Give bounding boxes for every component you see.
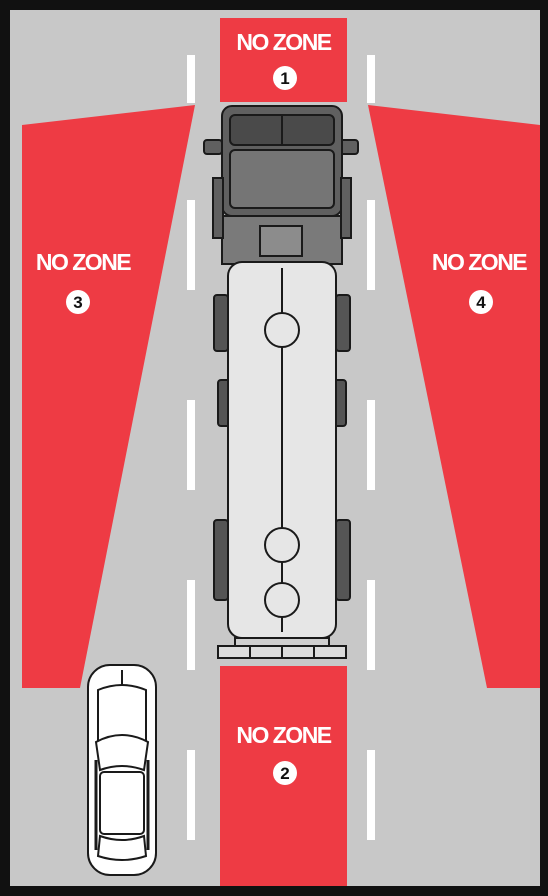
zone-2-label: NO ZONE [236,722,331,748]
car-windshield [94,734,150,772]
car-icon [87,664,157,876]
left-mirror [203,139,223,155]
truck-wheel [213,519,229,601]
zone-3-number-badge [66,290,90,314]
lane-dash [187,580,195,670]
truck-wheel [335,294,351,352]
tank-hatch [264,582,300,618]
cab-roof [229,149,335,209]
car-hood [97,684,147,746]
zone-2-number: 2 [280,764,289,783]
car-rear-window [96,834,148,861]
zone-4-label: NO ZONE [432,249,527,275]
lane-dash [187,200,195,290]
zone-3-label: NO ZONE [36,249,131,275]
no-zone-3-area [22,105,195,688]
lane-dash [367,55,375,103]
tank-hatch [264,527,300,563]
lane-dash [367,750,375,840]
lane-dash [187,55,195,103]
zone-1-label: NO ZONE [236,29,331,55]
zone-3-number: 3 [73,293,82,312]
car-roof [99,771,145,835]
truck-wheel [213,294,229,352]
tank-hatch [264,312,300,348]
zone-2-number-badge [273,761,297,785]
zone-1-number-badge [273,66,297,90]
lane-dash [187,750,195,840]
truck-wheel [335,519,351,601]
tanker-truck-icon [203,105,359,659]
lane-dash [187,400,195,490]
no-zone-4-area [368,105,540,688]
lane-dash [367,200,375,290]
zone-4-number: 4 [476,293,486,312]
lane-dash [367,400,375,490]
lane-dash [367,580,375,670]
lane-markings [187,55,375,840]
zone-1-number: 1 [280,69,289,88]
zone-4-number-badge [469,290,493,314]
